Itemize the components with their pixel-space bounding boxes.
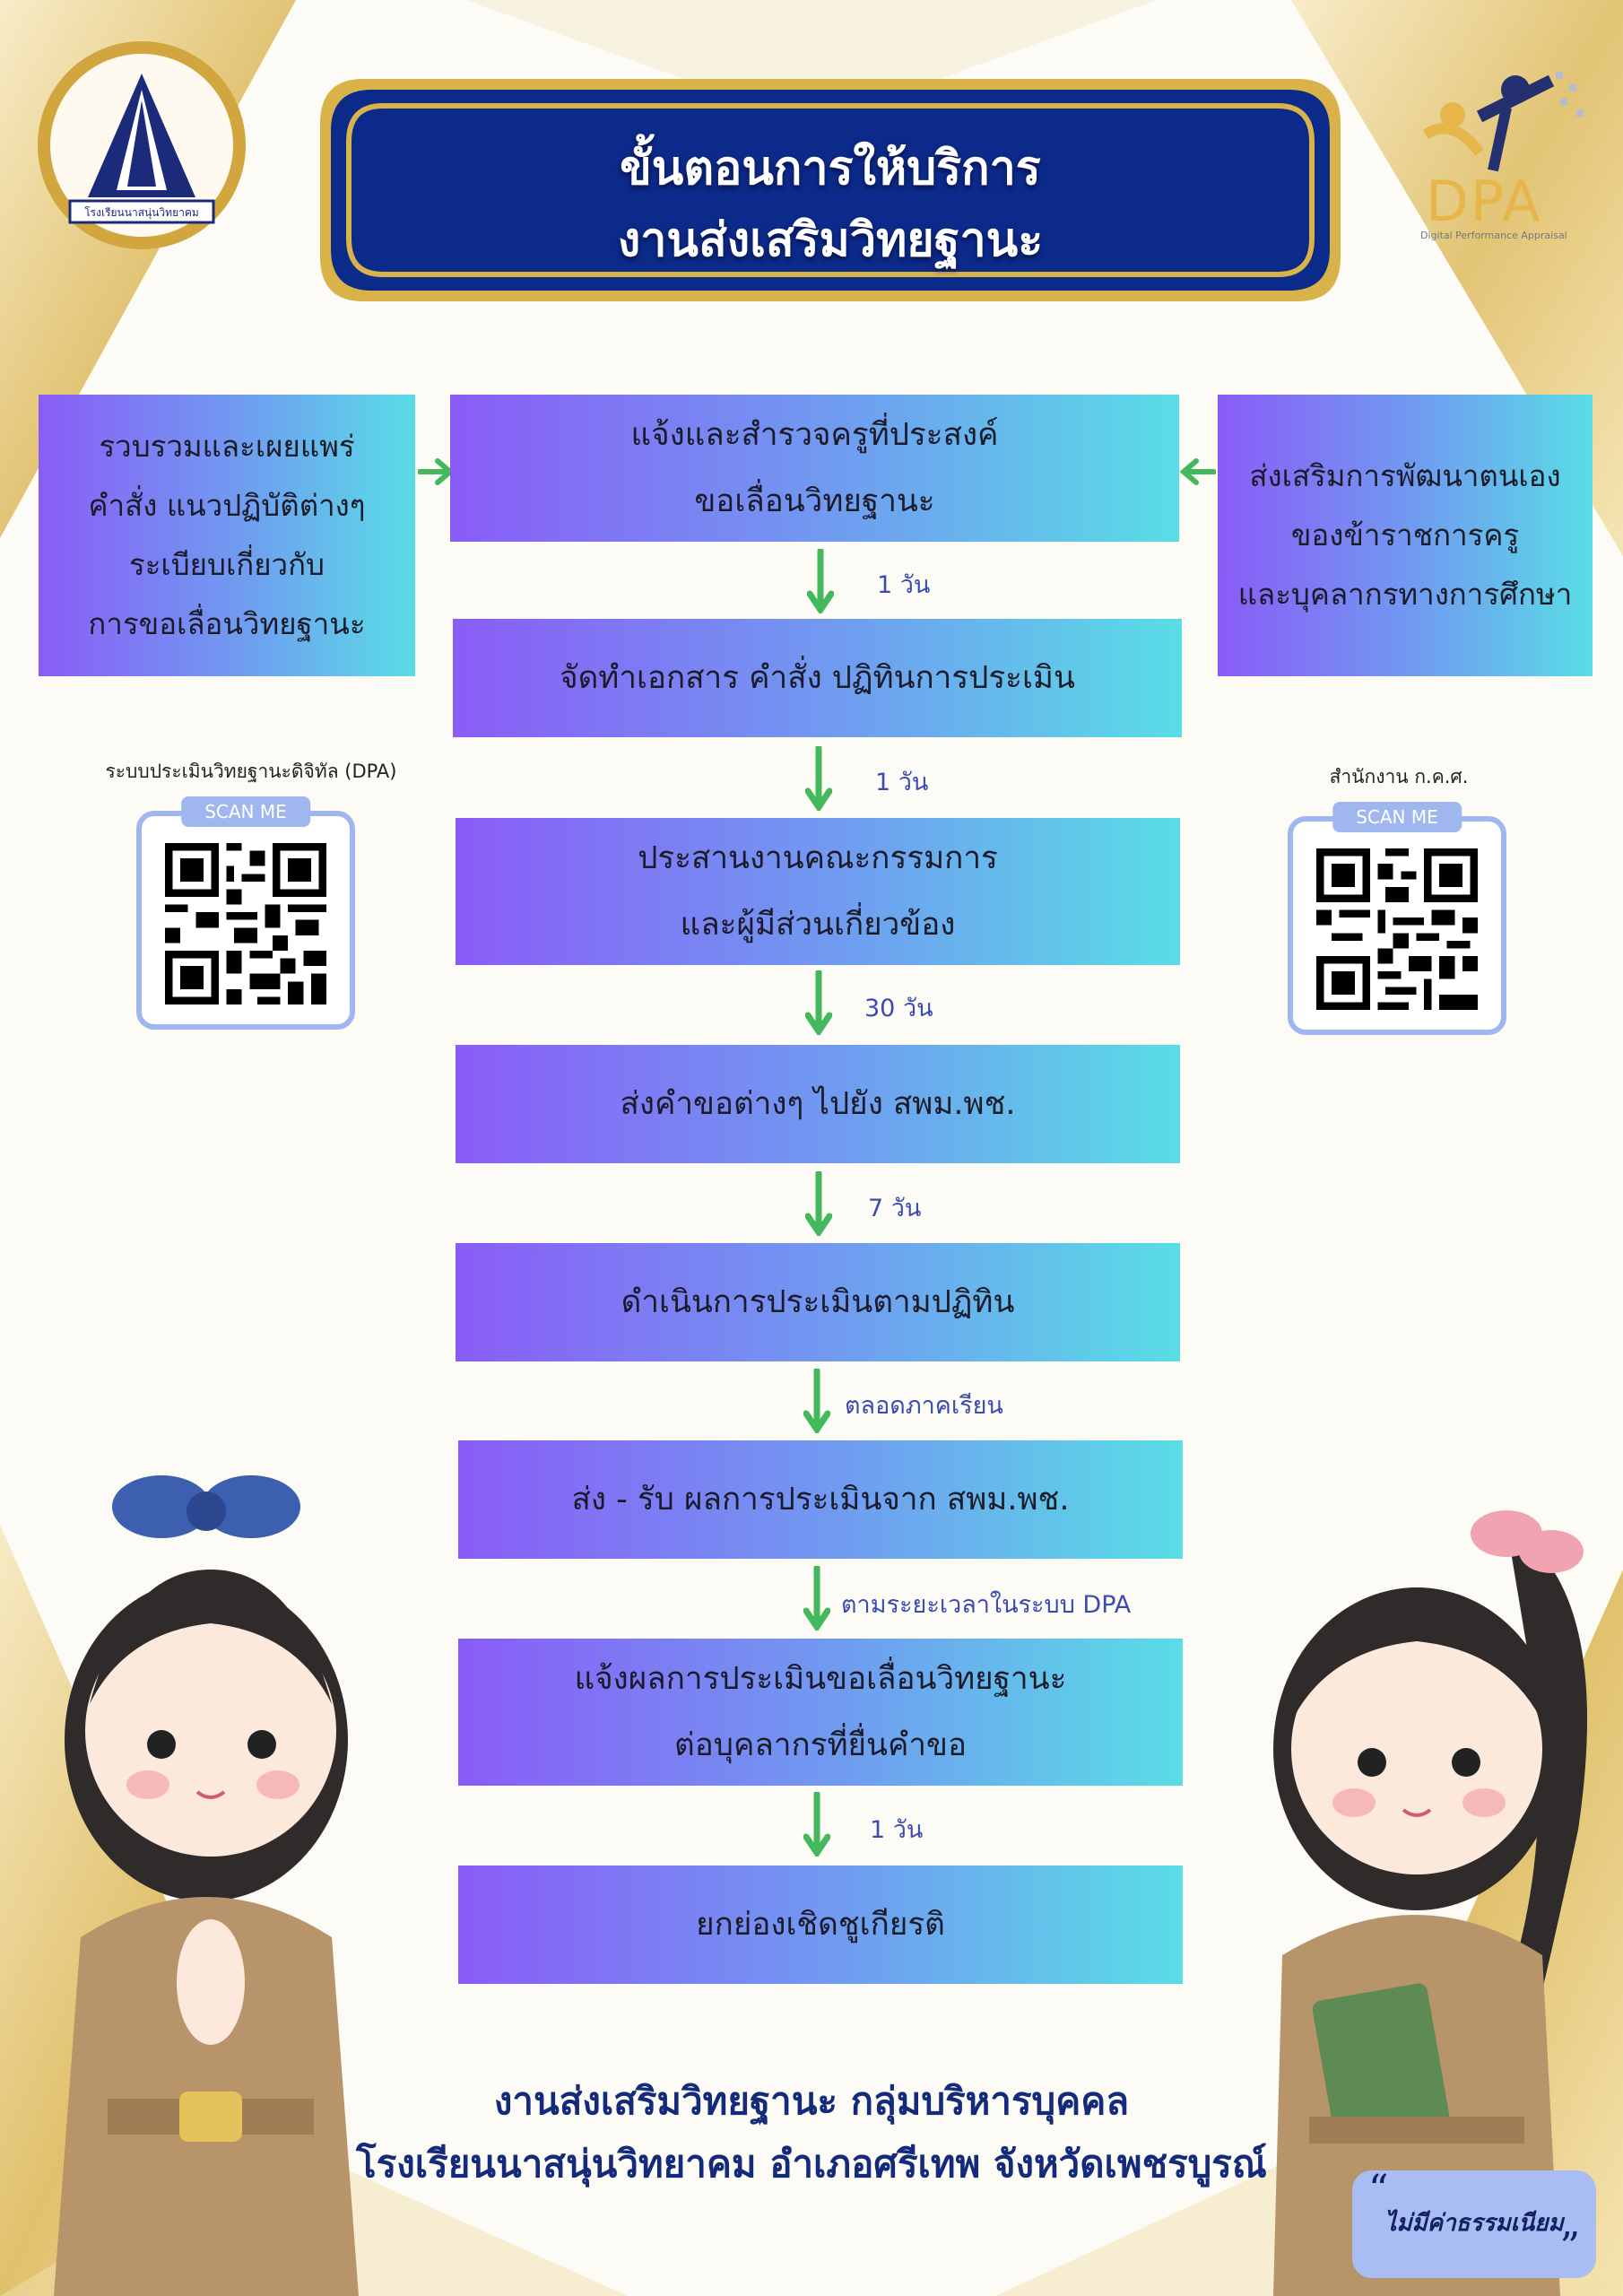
step-box-2: จัดทำเอกสาร คำสั่ง ปฏิทินการประเมิน: [453, 619, 1182, 737]
right-box-line: และบุคลากรทางการศึกษา: [1237, 577, 1573, 612]
duration-label-2: 1 วัน: [875, 769, 929, 796]
step-8-line: ยกย่องเชิดชูเกียรติ: [696, 1907, 945, 1943]
left-box-line: การขอเลื่อนวิทยฐานะ: [88, 606, 366, 641]
left-box-line: รวบรวมและเผยแพร่: [99, 429, 355, 464]
qr-left-label: ระบบประเมินวิทยฐานะดิจิทัล (DPA): [105, 761, 397, 782]
arrow-down-icon: [805, 970, 832, 1035]
step-box-8: ยกย่องเชิดชูเกียรติ: [458, 1866, 1183, 1984]
qr-right-label: สำนักงาน ก.ค.ศ.: [1329, 766, 1469, 787]
banner-title-line1: ขั้นตอนการให้บริการ: [620, 142, 1041, 196]
quote-close-icon: ”: [1559, 2224, 1581, 2270]
right-box-line: ของข้าราชการครู: [1290, 517, 1520, 552]
step-4-line: ส่งคำขอต่างๆ ไปยัง สพม.พช.: [620, 1086, 1016, 1122]
step-1-line: แจ้งและสำรวจครูที่ประสงค์: [630, 417, 999, 453]
left-info-box: รวบรวมและเผยแพร่ คำสั่ง แนวปฏิบัติต่างๆ …: [39, 395, 415, 676]
right-box-line: ส่งเสริมการพัฒนาตนเอง: [1249, 458, 1561, 493]
arrow-down-icon: [807, 549, 834, 613]
arrow-down-icon: [803, 1792, 830, 1857]
step-1-line: ขอเลื่อนวิทยฐานะ: [694, 483, 935, 519]
scan-me-label: SCAN ME: [1332, 802, 1462, 832]
step-box-3: ประสานงานคณะกรรมการ และผู้มีส่วนเกี่ยวข้…: [456, 818, 1180, 965]
step-box-4: ส่งคำขอต่างๆ ไปยัง สพม.พช.: [456, 1045, 1180, 1163]
arrow-right-icon: [418, 458, 454, 485]
duration-label-5: ตลอดภาคเรียน: [845, 1392, 1003, 1420]
arrow-down-icon: [803, 1566, 830, 1631]
school-logo-text: โรงเรียนนาสนุ่นวิทยาคม: [84, 206, 199, 219]
arrow-down-icon: [805, 746, 832, 811]
step-box-6: ส่ง - รับ ผลการประเมินจาก สพม.พช.: [458, 1440, 1183, 1559]
right-info-box: ส่งเสริมการพัฒนาตนเอง ของข้าราชการครู แล…: [1218, 395, 1593, 676]
banner-title-line2: งานส่งเสริมวิทยฐานะ: [617, 213, 1044, 267]
qr-code-icon: [165, 843, 326, 1004]
duration-label-4: 7 วัน: [868, 1195, 922, 1222]
free-of-charge-text: ไม่มีค่าธรรมเนียม: [1384, 2210, 1564, 2237]
title-banner: ขั้นตอนการให้บริการ งานส่งเสริมวิทยฐานะ: [309, 70, 1351, 310]
step-box-5: ดำเนินการประเมินตามปฏิทิน: [456, 1243, 1180, 1361]
qr-left-card[interactable]: SCAN ME: [136, 796, 355, 1030]
arrow-down-icon: [805, 1171, 832, 1236]
duration-label-7: 1 วัน: [870, 1816, 924, 1844]
footer-line-1: งานส่งเสริมวิทยฐานะ กลุ่มบริหารบุคคล: [493, 2079, 1130, 2123]
teacher-left-illustration: [54, 1475, 359, 2296]
quote-open-icon: “: [1368, 2167, 1389, 2213]
step-5-line: ดำเนินการประเมินตามปฏิทิน: [621, 1284, 1015, 1320]
arrow-down-icon: [803, 1369, 830, 1433]
step-box-7: แจ้งผลการประเมินขอเลื่อนวิทยฐานะ ต่อบุคล…: [458, 1639, 1183, 1786]
qr-right-card[interactable]: SCAN ME: [1288, 802, 1506, 1035]
step-3-line: และผู้มีส่วนเกี่ยวข้อง: [680, 907, 956, 943]
step-3-line: ประสานงานคณะกรรมการ: [638, 840, 998, 876]
duration-label-6: ตามระยะเวลาในระบบ DPA: [841, 1591, 1132, 1619]
dpa-mark: DPA: [1426, 169, 1542, 234]
dpa-logo: DPA Digital Performance Appraisal: [1399, 63, 1596, 251]
left-box-line: ระเบียบเกี่ยวกับ: [128, 547, 325, 582]
step-2-line: จัดทำเอกสาร คำสั่ง ปฏิทินการประเมิน: [560, 660, 1075, 696]
qr-code-icon: [1316, 848, 1478, 1010]
footer-line-2: โรงเรียนนาสนุ่นวิทยาคม อำเภอศรีเทพ จังหว…: [356, 2142, 1267, 2186]
dpa-tagline: Digital Performance Appraisal: [1420, 230, 1567, 241]
step-7-line: แจ้งผลการประเมินขอเลื่อนวิทยฐานะ: [574, 1661, 1067, 1697]
step-7-line: ต่อบุคลากรที่ยื่นคำขอ: [674, 1727, 967, 1763]
arrow-left-icon: [1180, 458, 1216, 485]
duration-label-1: 1 วัน: [877, 571, 931, 599]
scan-me-label: SCAN ME: [181, 796, 310, 827]
step-6-line: ส่ง - รับ ผลการประเมินจาก สพม.พช.: [571, 1482, 1070, 1518]
step-box-1: แจ้งและสำรวจครูที่ประสงค์ ขอเลื่อนวิทยฐา…: [450, 395, 1179, 542]
left-box-line: คำสั่ง แนวปฏิบัติต่างๆ: [88, 488, 366, 523]
duration-label-3: 30 วัน: [864, 995, 933, 1022]
school-logo: โรงเรียนนาสนุ่นวิทยาคม: [34, 38, 249, 253]
free-of-charge-badge: “ ไม่มีค่าธรรมเนียม ”: [1352, 2167, 1596, 2278]
